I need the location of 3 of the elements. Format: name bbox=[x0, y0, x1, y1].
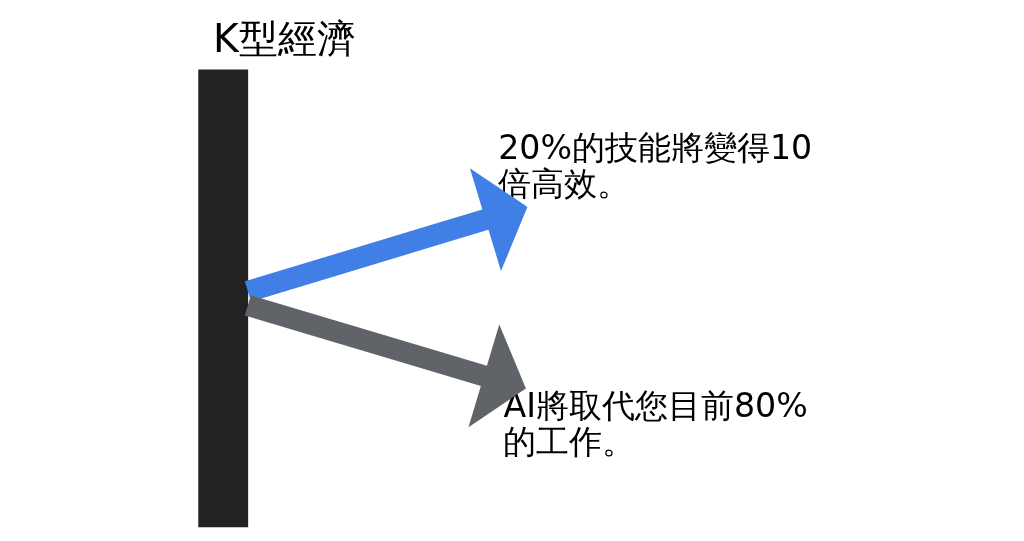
node-bar bbox=[197, 69, 248, 528]
diagram-title: K型經濟 bbox=[212, 15, 356, 61]
arrow bbox=[244, 295, 526, 428]
